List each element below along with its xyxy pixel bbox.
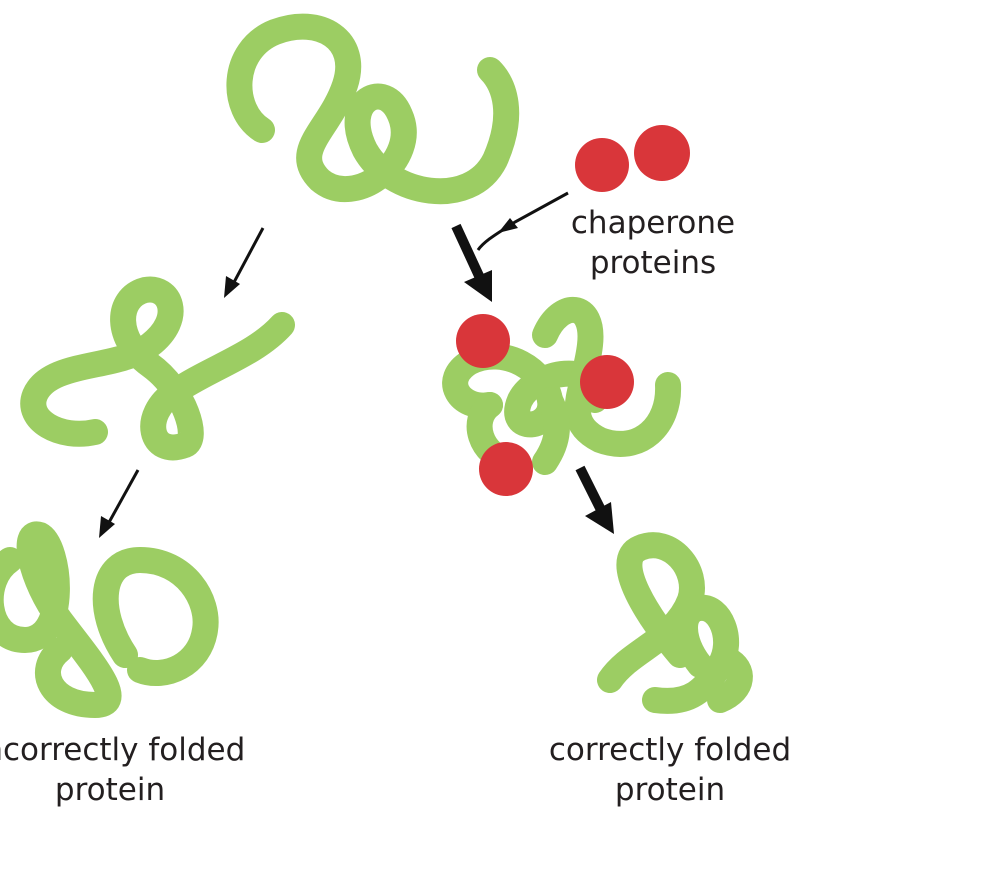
- chaperone-bound-1: [456, 314, 510, 368]
- incorrectly-folded-label: incorrectly folded protein: [0, 730, 280, 810]
- chaperone-label: chaperone proteins: [548, 203, 758, 283]
- chaperone-free-1: [575, 138, 629, 192]
- correctly-folded-label: correctly folded protein: [500, 730, 840, 810]
- arrow-unfolded-to-chaperone-bound: [451, 223, 492, 302]
- correctly-folded-label-line1: correctly folded: [548, 732, 792, 768]
- chaperone-free-2: [634, 125, 690, 181]
- arrow-intermediate-to-misfolded: [99, 469, 140, 538]
- unfolded-protein-chain: [226, 13, 520, 205]
- chaperone-label-line2: proteins: [589, 245, 717, 281]
- incorrectly-folded-label-line2: protein: [54, 772, 166, 808]
- arrow-chaperones-join: [476, 191, 569, 251]
- arrow-bound-to-correctly-folded: [575, 465, 614, 534]
- incorrectly-folded-protein: [0, 521, 219, 718]
- correctly-folded-protein: [597, 532, 753, 714]
- incorrectly-folded-label-line1: incorrectly folded: [0, 732, 246, 768]
- chaperone-bound-3: [479, 442, 533, 496]
- correctly-folded-label-line2: protein: [614, 772, 726, 808]
- arrow-unfolded-to-intermediate: [224, 227, 265, 298]
- chaperone-label-line1: chaperone: [570, 205, 736, 241]
- intermediate-protein-left: [20, 276, 295, 461]
- chaperone-bound-2: [580, 355, 634, 409]
